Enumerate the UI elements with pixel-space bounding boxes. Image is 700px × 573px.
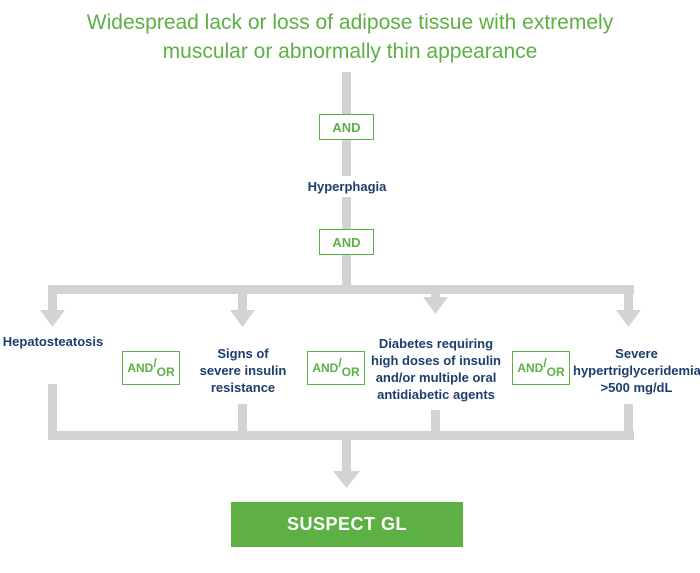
arrow-hepatosteatosis bbox=[40, 310, 65, 327]
criterion-hypertriglyceridemia: Severe hypertriglyceridemia >500 mg/dL bbox=[573, 343, 700, 398]
title-line-1: Widespread lack or loss of adipose tissu… bbox=[86, 11, 614, 34]
return-stem-diabetes bbox=[431, 410, 440, 436]
top-branch-bar bbox=[48, 285, 634, 294]
andor-and: AND bbox=[312, 361, 339, 375]
branch-stem-diabetes bbox=[431, 285, 440, 298]
criterion-line: hypertriglyceridemia bbox=[573, 363, 700, 378]
and-box-2: AND bbox=[319, 229, 374, 255]
criterion-line: >500 mg/dL bbox=[600, 380, 673, 395]
andor-box-1: AND/OR bbox=[122, 351, 180, 385]
andor-slash: / bbox=[153, 356, 157, 370]
andor-or: OR bbox=[341, 365, 360, 379]
return-stem-hypertriglyceridemia bbox=[624, 404, 633, 436]
criterion-line: severe insulin bbox=[199, 363, 287, 378]
andor-slash: / bbox=[338, 356, 342, 370]
andor-slash: / bbox=[543, 356, 547, 370]
andor-and: AND bbox=[517, 361, 544, 375]
criterion-line: and/or multiple oral bbox=[375, 370, 497, 385]
criterion-insulin-resistance: Signs of severe insulin resistance bbox=[188, 343, 298, 398]
branch-stem-insulin-resistance bbox=[238, 285, 247, 311]
criterion-line: Diabetes requiring bbox=[378, 336, 494, 351]
arrow-hypertriglyceridemia bbox=[616, 310, 641, 327]
andor-or: OR bbox=[156, 365, 175, 379]
criterion-line: Hepatosteatosis bbox=[2, 334, 104, 349]
return-stem-hepatosteatosis bbox=[48, 384, 57, 436]
final-stem bbox=[342, 431, 351, 473]
criterion-hepatosteatosis: Hepatosteatosis bbox=[0, 331, 106, 352]
criterion-line: antidiabetic agents bbox=[377, 387, 495, 402]
return-stem-insulin-resistance bbox=[238, 404, 247, 436]
criterion-diabetes: Diabetes requiring high doses of insulin… bbox=[367, 333, 505, 405]
arrow-diabetes bbox=[423, 297, 448, 314]
criterion-line: resistance bbox=[210, 380, 276, 395]
criterion-line: Signs of bbox=[217, 346, 269, 361]
suspect-gl-result: SUSPECT GL bbox=[231, 502, 463, 547]
criterion-line: Severe bbox=[615, 346, 658, 361]
andor-or: OR bbox=[546, 365, 565, 379]
andor-box-2: AND/OR bbox=[307, 351, 365, 385]
title-line-2: muscular or abnormally thin appearance bbox=[162, 40, 538, 63]
diagram-title: Widespread lack or loss of adipose tissu… bbox=[0, 8, 700, 66]
hyperphagia-label: Hyperphagia bbox=[302, 176, 392, 197]
branch-stem-hepatosteatosis bbox=[48, 285, 57, 311]
arrow-insulin-resistance bbox=[230, 310, 255, 327]
branch-stem-hypertriglyceridemia bbox=[624, 285, 633, 311]
final-arrow bbox=[333, 471, 360, 488]
andor-box-3: AND/OR bbox=[512, 351, 570, 385]
criterion-line: high doses of insulin bbox=[371, 353, 501, 368]
and-box-1: AND bbox=[319, 114, 374, 140]
andor-and: AND bbox=[127, 361, 154, 375]
bottom-merge-bar bbox=[48, 431, 634, 440]
